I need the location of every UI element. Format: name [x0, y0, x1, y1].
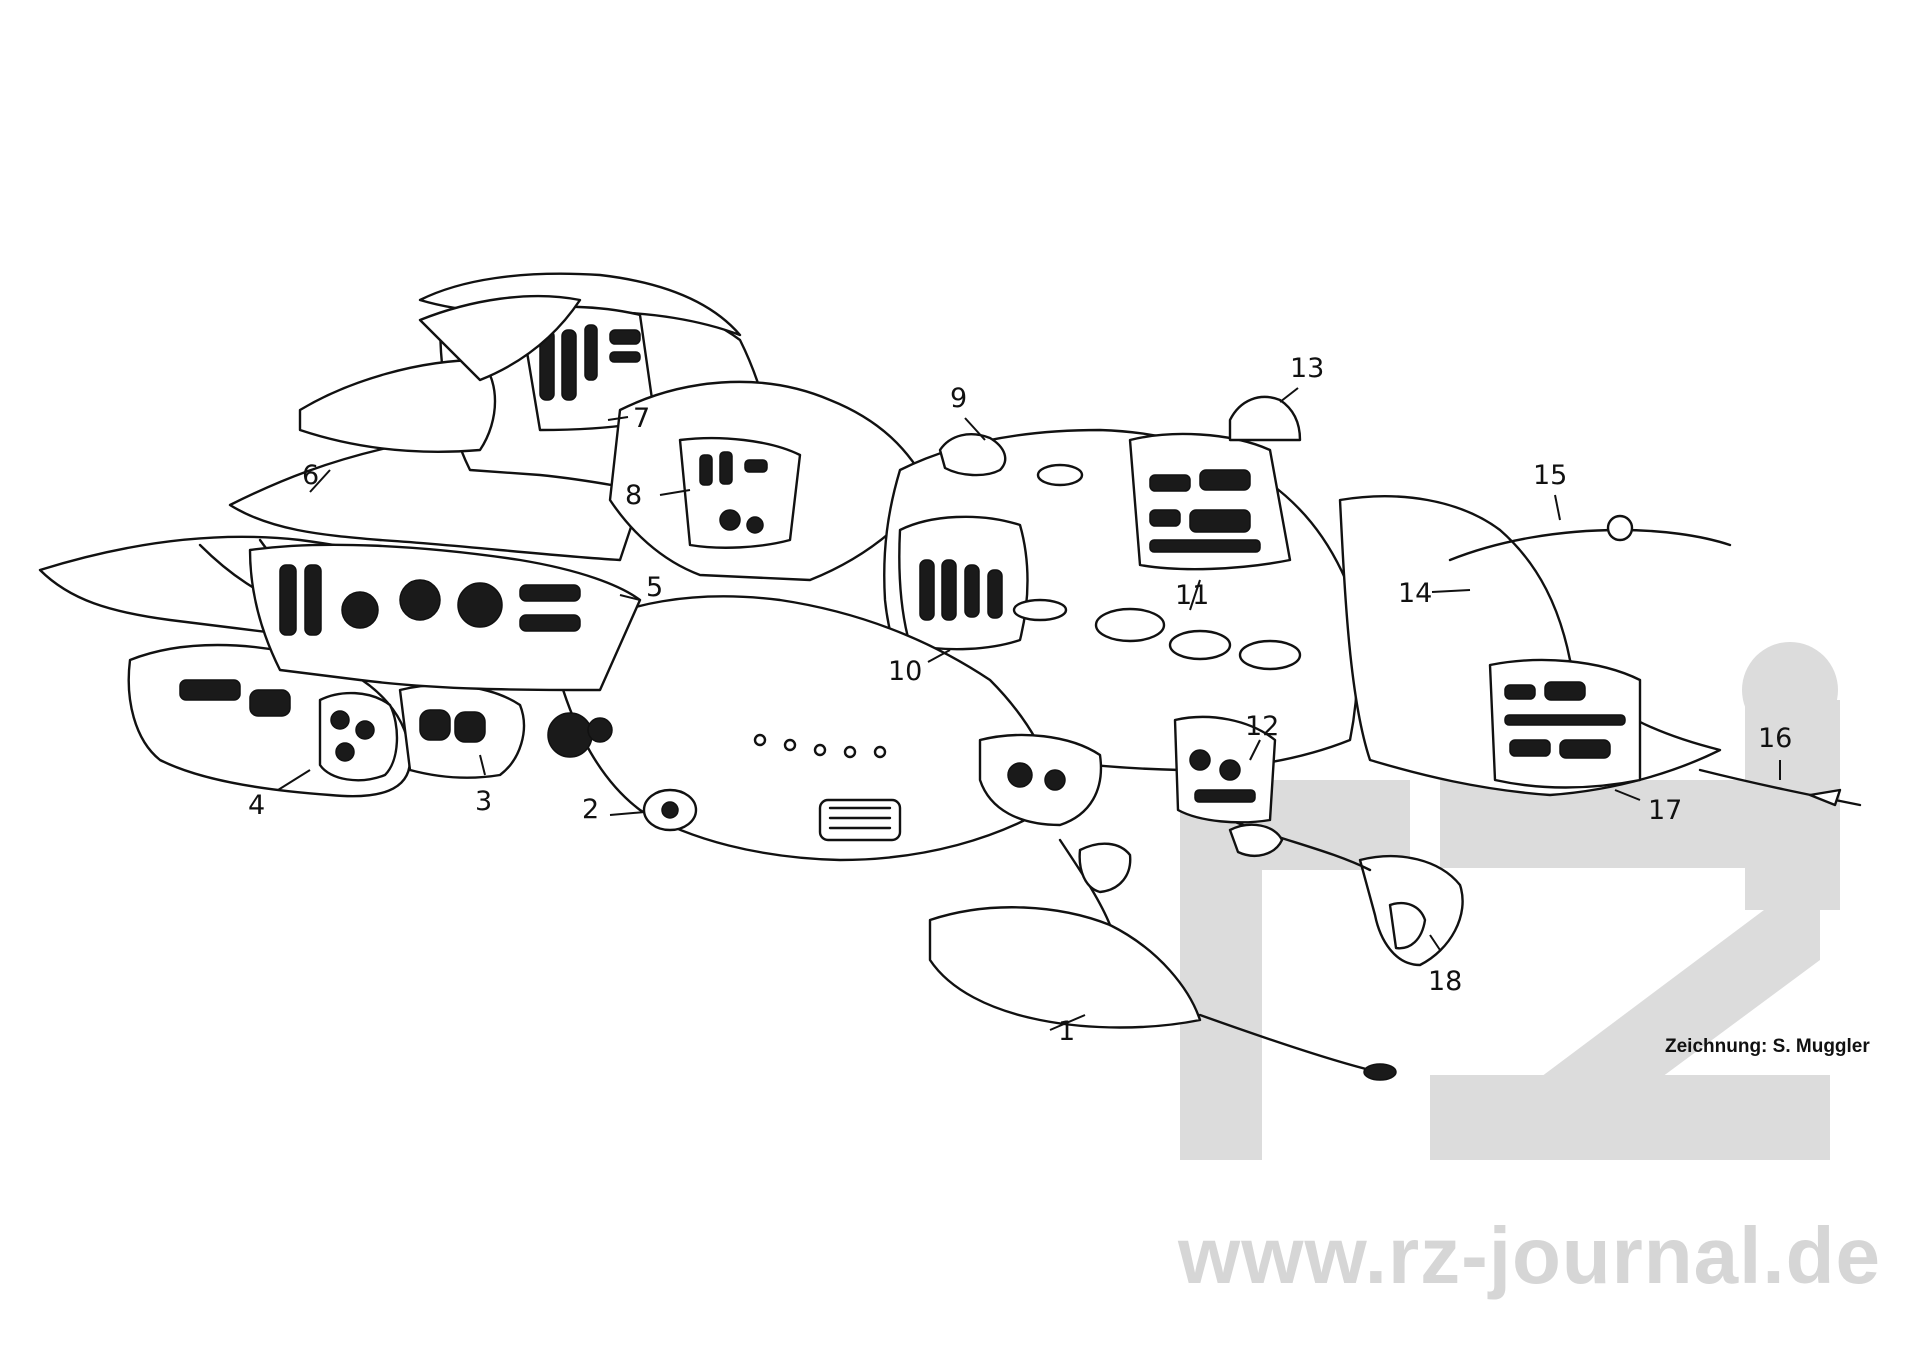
upper-sweep-fin — [418, 294, 582, 382]
callout-8: 8 — [625, 480, 643, 511]
artist-credit: Zeichnung: S. Muggler — [1665, 1036, 1870, 1057]
weapon-arm — [928, 906, 1202, 1029]
callout-13: 13 — [1290, 353, 1325, 384]
callout-4: 4 — [248, 790, 266, 821]
callout-3: 3 — [475, 786, 493, 817]
callout-10: 10 — [888, 656, 923, 687]
nose-probe — [1698, 768, 1862, 807]
callout-16: 16 — [1758, 723, 1793, 754]
callout-15: 15 — [1533, 460, 1568, 491]
machine-room — [248, 543, 642, 692]
callout-5: 5 — [646, 572, 664, 603]
callout-1: 1 — [1058, 1016, 1076, 1047]
callout-6: 6 — [302, 460, 320, 491]
callout-11: 11 — [1175, 580, 1210, 611]
top-pod — [938, 433, 1007, 477]
callout-7: 7 — [633, 403, 651, 434]
sensor-dome — [1228, 395, 1302, 442]
callout-9: 9 — [950, 383, 968, 414]
callout-12: 12 — [1245, 711, 1280, 742]
callout-17: 17 — [1648, 795, 1683, 826]
callout-14: 14 — [1398, 578, 1433, 609]
weapon-barrel — [1198, 1013, 1372, 1072]
watermark-url: www.rz-journal.de — [1178, 1211, 1881, 1300]
callout-18: 18 — [1428, 966, 1463, 997]
upper-side-fin — [298, 358, 497, 453]
callout-2: 2 — [582, 794, 600, 825]
